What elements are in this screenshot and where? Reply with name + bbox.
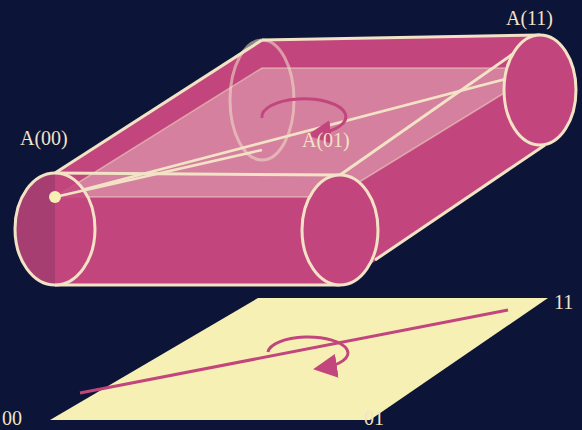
bundle-body — [55, 35, 545, 285]
vertex-label: 01 — [364, 408, 384, 428]
fiber-label: A(00) — [20, 128, 68, 148]
base-diagonal — [80, 310, 508, 393]
section-plane — [55, 68, 545, 197]
tube-edge — [55, 40, 262, 173]
fiber-label: A(01) — [302, 130, 350, 150]
fiber-label: A(11) — [506, 8, 553, 28]
base-point — [49, 191, 61, 203]
fiber-circle — [302, 175, 378, 285]
cylinder-bundle — [15, 35, 576, 285]
fiber-circle — [504, 35, 576, 145]
rotation-arrow — [268, 337, 348, 368]
tube-edge — [55, 284, 340, 287]
tube-edge — [375, 145, 545, 260]
section-diagonal — [55, 70, 540, 197]
vertex-label: 00 — [2, 408, 22, 428]
tube-edge — [262, 35, 540, 40]
base-plane — [50, 298, 548, 420]
vertex-label: 11 — [554, 292, 573, 312]
base-square — [50, 298, 548, 420]
section-diagonal — [55, 150, 262, 197]
tube-edge — [55, 173, 340, 175]
rotation-arrow — [262, 99, 346, 134]
